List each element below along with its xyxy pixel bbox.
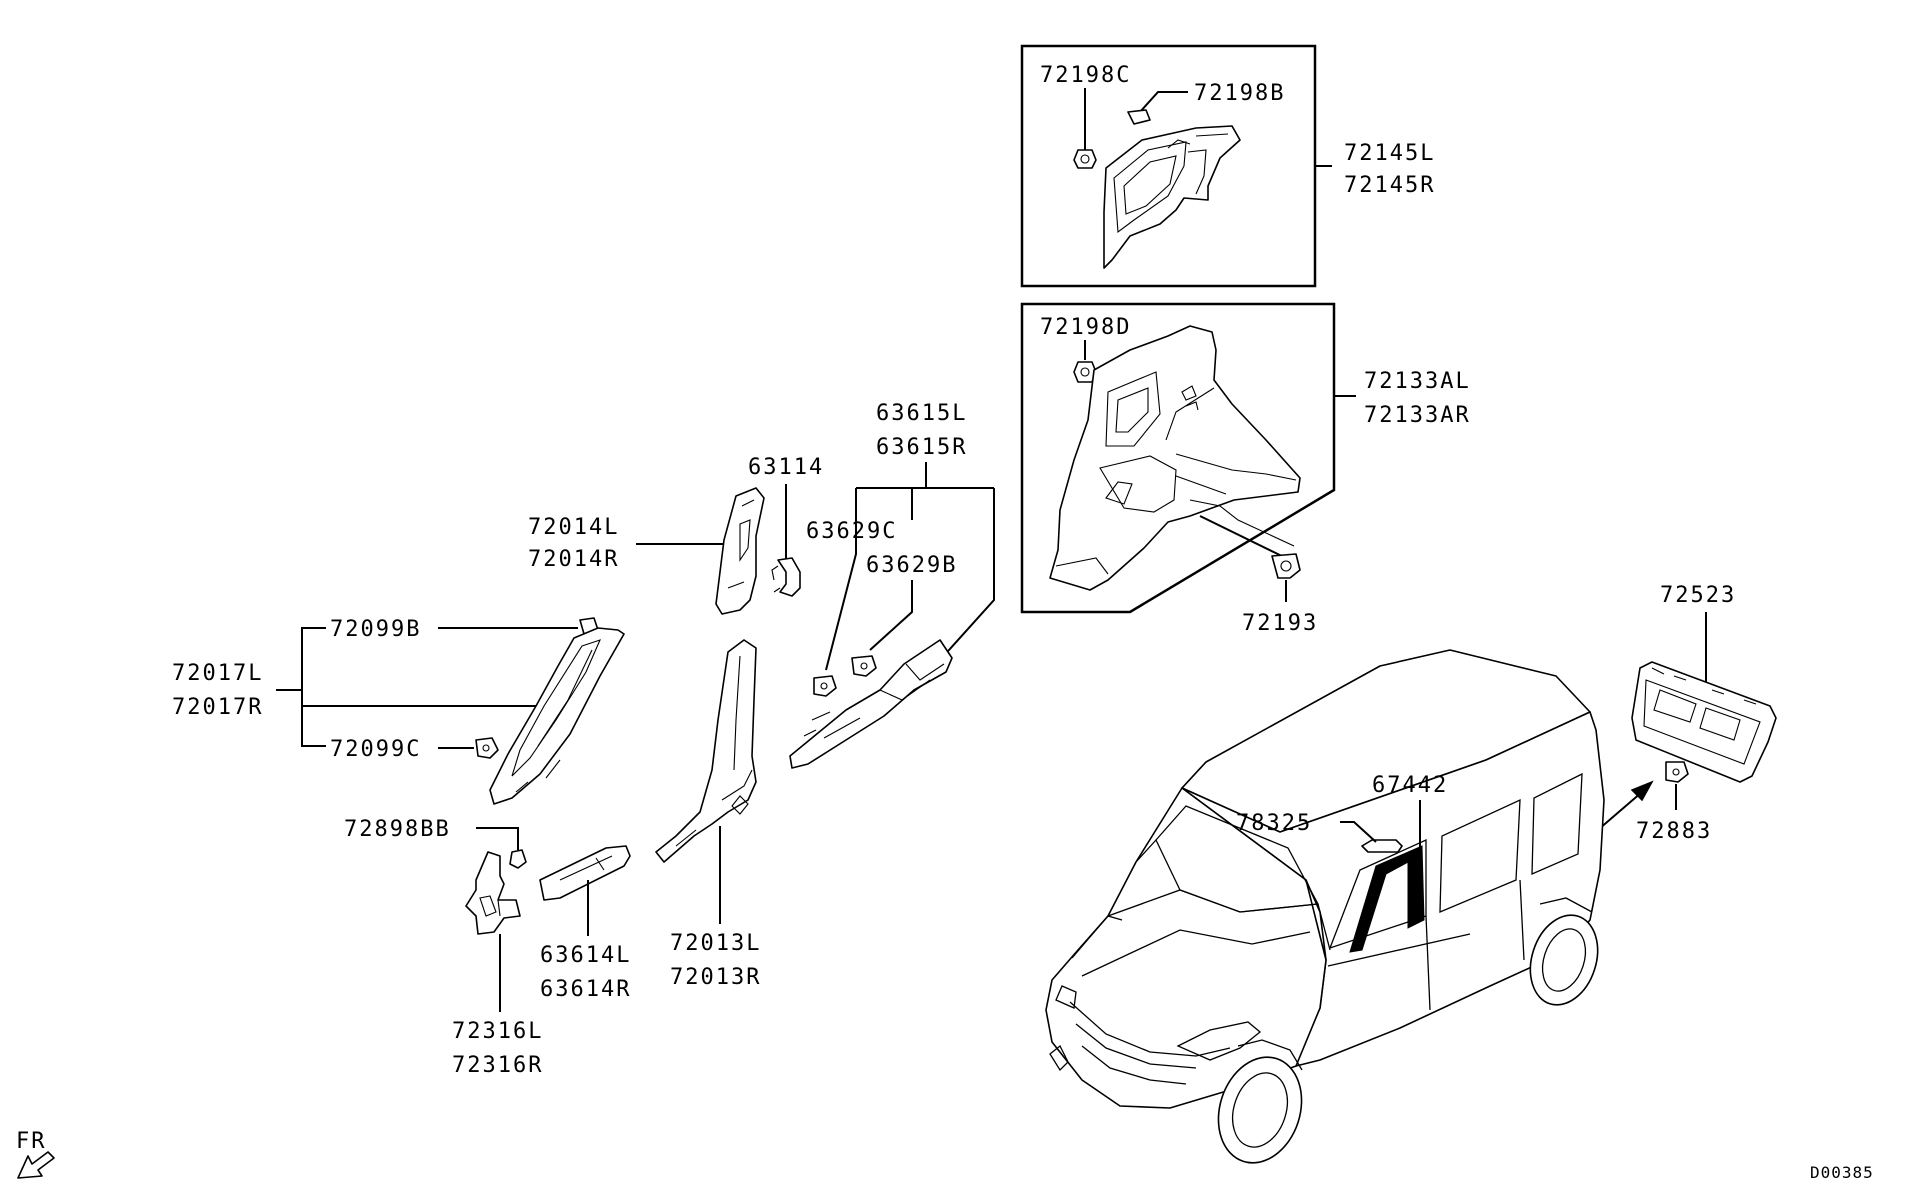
leader-63615-bracket <box>855 462 995 661</box>
clip-72198C <box>1073 149 1097 169</box>
label-72145R[interactable]: 72145R <box>1344 173 1435 198</box>
clip-72898BB <box>509 849 527 869</box>
label-63629B[interactable]: 63629B <box>866 553 957 578</box>
label-72133AL[interactable]: 72133AL <box>1364 369 1471 394</box>
front-arrow-icon <box>17 1151 55 1179</box>
label-72198D[interactable]: 72198D <box>1040 315 1131 340</box>
leader-78325 <box>1340 821 1377 843</box>
part-63614-scuff-front <box>539 845 631 901</box>
label-78325[interactable]: 78325 <box>1236 811 1312 836</box>
part-72523-tailgate-trim <box>1631 661 1777 783</box>
label-72017R[interactable]: 72017R <box>172 695 263 720</box>
clip-72099C <box>475 737 499 759</box>
clip-72198B <box>1127 109 1151 125</box>
leader-72898BB <box>476 827 519 850</box>
part-72316-kick-panel <box>465 851 521 935</box>
part-72014-center-pillar-upper <box>715 487 765 615</box>
label-72145L[interactable]: 72145L <box>1344 141 1435 166</box>
label-72013L[interactable]: 72013L <box>670 931 761 956</box>
label-72133AR[interactable]: 72133AR <box>1364 403 1471 428</box>
direction-label: FR <box>16 1129 47 1154</box>
drawing-id: D00385 <box>1810 1163 1874 1182</box>
label-63114[interactable]: 63114 <box>748 455 824 480</box>
label-72316R[interactable]: 72316R <box>452 1053 543 1078</box>
box-lower-quarter-trim <box>1020 302 1336 614</box>
label-63629C[interactable]: 63629C <box>806 519 897 544</box>
label-72198B[interactable]: 72198B <box>1194 81 1285 106</box>
label-63615R[interactable]: 63615R <box>876 435 967 460</box>
label-72898BB[interactable]: 72898BB <box>344 817 451 842</box>
part-72145-upper-quarter-trim <box>1103 125 1241 269</box>
bolt-72193 <box>1271 553 1301 579</box>
part-63114-assist-grip <box>771 557 801 597</box>
part-72017-front-pillar <box>489 627 625 805</box>
part-63615-scuff-plate <box>789 639 953 769</box>
label-72099C[interactable]: 72099C <box>330 737 421 762</box>
label-63614L[interactable]: 63614L <box>540 943 631 968</box>
clip-63629B <box>851 655 877 677</box>
label-72014L[interactable]: 72014L <box>528 515 619 540</box>
label-72198C[interactable]: 72198C <box>1040 63 1131 88</box>
label-72316L[interactable]: 72316L <box>452 1019 543 1044</box>
label-67442[interactable]: 67442 <box>1372 773 1448 798</box>
label-72523[interactable]: 72523 <box>1660 583 1736 608</box>
label-63615L[interactable]: 63615L <box>876 401 967 426</box>
vehicle-outline <box>1045 649 1605 1164</box>
leader-72193 <box>1199 515 1291 561</box>
clip-72883 <box>1665 761 1689 783</box>
label-63614R[interactable]: 63614R <box>540 977 631 1002</box>
part-72133A-lower-quarter-trim <box>1049 325 1301 591</box>
leader-63629B <box>869 488 913 651</box>
leader-72017-bracket <box>276 627 562 747</box>
leader-63629C <box>825 500 857 671</box>
label-72014R[interactable]: 72014R <box>528 547 619 572</box>
label-72883[interactable]: 72883 <box>1636 819 1712 844</box>
label-72017L[interactable]: 72017L <box>172 661 263 686</box>
part-72013-center-pillar-lower <box>655 639 757 863</box>
label-72013R[interactable]: 72013R <box>670 965 761 990</box>
label-72099B[interactable]: 72099B <box>330 617 421 642</box>
clip-63629C <box>813 675 837 697</box>
leader-72198B <box>1139 91 1188 113</box>
label-72193[interactable]: 72193 <box>1242 611 1318 636</box>
